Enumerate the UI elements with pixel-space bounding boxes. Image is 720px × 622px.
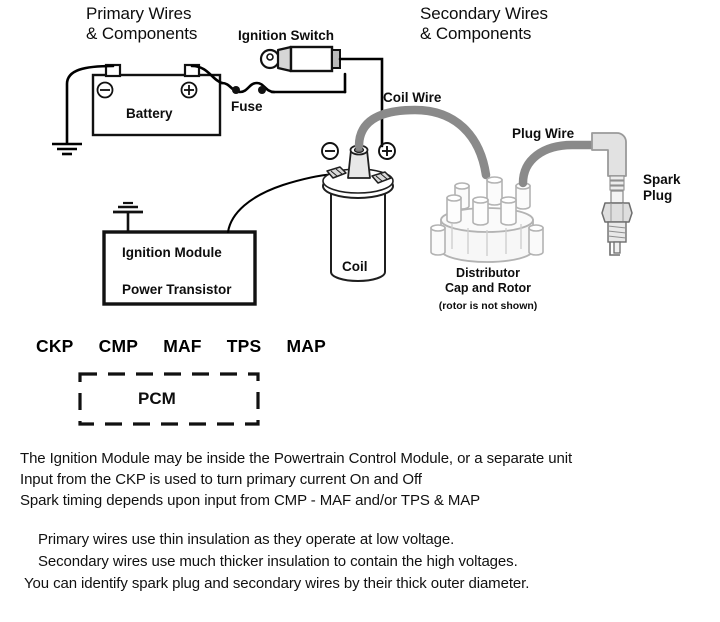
note-line: Input from the CKP is used to turn prima…	[20, 471, 422, 488]
primary-section-heading: Primary Wires & Components	[86, 4, 198, 44]
note-line: Secondary wires use much thicker insulat…	[38, 553, 518, 570]
distributor-cap-graphic	[430, 176, 544, 263]
sensor-map: MAP	[286, 336, 326, 356]
power-transistor-label: Power Transistor	[122, 282, 232, 297]
coil-wire-label: Coil Wire	[383, 90, 442, 105]
notes-block-two: Primary wires use thin insulation as the…	[20, 531, 529, 592]
sensor-maf: MAF	[163, 336, 202, 356]
note-line: You can identify spark plug and secondar…	[24, 575, 530, 592]
note-line: The Ignition Module may be inside the Po…	[20, 450, 573, 467]
spark-plug-label: Spark Plug	[643, 172, 681, 203]
ignition-switch-label: Ignition Switch	[238, 28, 334, 43]
module-to-coil-wire	[226, 172, 336, 234]
battery-label: Battery	[126, 106, 173, 121]
sensor-cmp: CMP	[98, 336, 139, 356]
coil-wire-graphic	[354, 105, 491, 180]
plug-wire-label: Plug Wire	[512, 126, 575, 141]
pcm-label: PCM	[138, 389, 176, 408]
sensor-ckp: CKP	[36, 336, 74, 356]
ignition-module-label: Ignition Module	[122, 245, 222, 260]
pcm-box-graphic	[78, 372, 260, 426]
battery-ground-wire	[52, 64, 115, 156]
note-line: Spark timing depends upon input from CMP…	[20, 492, 481, 509]
secondary-section-heading: Secondary Wires & Components	[420, 4, 548, 44]
ignition-switch-graphic	[259, 45, 384, 148]
notes-block-one: The Ignition Module may be inside the Po…	[20, 450, 572, 509]
note-line: Primary wires use thin insulation as the…	[38, 531, 455, 548]
primary-positive-wire	[190, 64, 347, 94]
sensor-tps: TPS	[226, 336, 262, 356]
spark-plug-graphic	[591, 132, 633, 256]
coil-label: Coil	[342, 259, 368, 274]
battery-graphic	[91, 63, 222, 137]
sensor-label-row: CKP CMP MAF TPS MAP	[36, 336, 326, 357]
ignition-module-graphic	[102, 201, 257, 306]
distributor-note: (rotor is not shown)	[438, 300, 538, 312]
ignition-coil-graphic	[321, 142, 396, 282]
distributor-label: Distributor Cap and Rotor	[444, 266, 532, 295]
plug-wire-graphic	[518, 140, 602, 188]
fuse-label: Fuse	[231, 99, 263, 114]
